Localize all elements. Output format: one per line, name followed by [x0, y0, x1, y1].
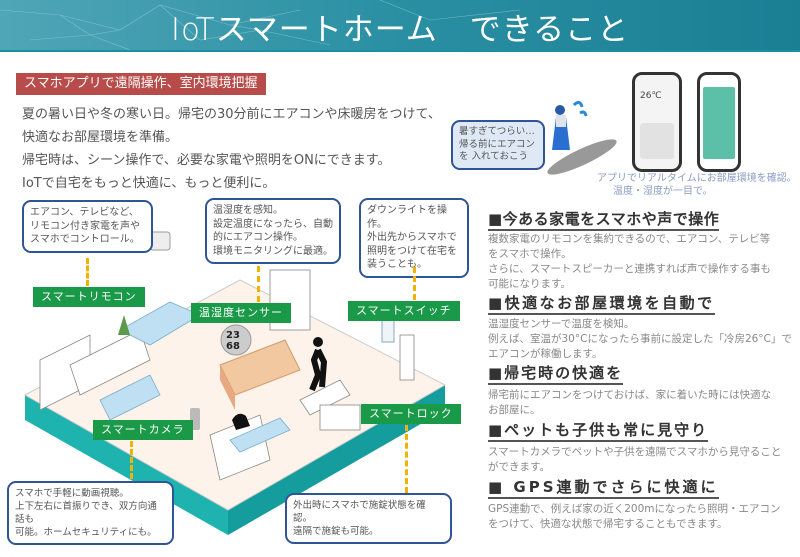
label-smart-camera: スマートカメラ — [93, 420, 193, 440]
callout-line: 可能。ホームセキュリティにも。 — [15, 527, 157, 538]
sensor-display: 23 68 — [226, 330, 240, 352]
feature-line: さらに、スマートスピーカーと連携すれば声で操作する事も — [488, 263, 771, 275]
callout-line: 環境モニタリングに最適。 — [213, 245, 333, 257]
feature-text: 温湿度センサーで温度を検知。 例えば、室温が30°Cになったら事前に設定した「冷… — [488, 317, 792, 362]
remote-buttons — [640, 123, 674, 159]
leader-line — [86, 258, 89, 286]
leader-line — [413, 267, 416, 300]
label-smart-lock: スマートロック — [361, 404, 461, 424]
callout-line: 設定温度になったら、自動 — [213, 218, 333, 230]
callout-line: スマホで手軽に動画視聴。 — [15, 488, 129, 499]
intro-line: 帰宅時は、シーン操作で、必要な家電や照明をONにできます。 — [22, 153, 391, 168]
feature-line: ができます。 — [488, 461, 550, 473]
speech-bubble: 暑すぎてつらい… 帰る前にエアコン を 入れておこう — [451, 120, 545, 170]
feature-line: をスマホで操作。 — [488, 248, 572, 260]
caption-line: アプリでリアルタイムにお部屋環境を確認。 — [597, 173, 797, 184]
callout-lock: 外出時にスマホで施錠状態を確認。 遠隔で施錠も可能。 — [285, 493, 452, 544]
leader-line — [257, 266, 260, 302]
caption-line: 温度・湿度が一目で。 — [613, 186, 713, 197]
feature-text: 帰宅前にエアコンをつけておけば、家に着いた時には快適な お部屋に。 — [488, 388, 771, 418]
feature-heading: ■ペットも子供も常に見守り — [488, 421, 709, 442]
feature-text: GPS連動で、例えば家の近く200mになったら照明・エアコン をつけて、快適な状… — [488, 502, 780, 532]
callout-line: 外出時にスマホで施錠状態を確認。 — [293, 500, 426, 524]
feature-line: GPS連動で、例えば家の近く200mになったら照明・エアコン — [488, 503, 781, 515]
section-label: スマホアプリで遠隔操作、室内環境把握 — [16, 73, 266, 95]
feature-heading: ■快適なお部屋環境を自動で — [488, 294, 715, 315]
callout-line: 温湿度を感知。 — [213, 205, 283, 216]
leader-line — [130, 441, 133, 479]
label-smart-remote: スマートリモコン — [33, 287, 145, 307]
callout-line: 遠隔で施錠も可能。 — [293, 526, 379, 537]
callout-switch: ダウンライトを操作。 外出先からスマホで 照明をつけて在宅を 装うことも。 — [359, 198, 469, 278]
callout-line: エアコン、テレビなど、 — [30, 207, 139, 218]
feature-line: 可能になります。 — [488, 278, 571, 290]
header-banner: IoTスマートホーム できること — [0, 0, 800, 52]
feature-text: スマートカメラでペットや子供を遠隔でスマホから見守ること ができます。 — [488, 445, 781, 475]
callout-remote: エアコン、テレビなど、 リモコン付き家電を声や スマホでコントロール。 — [22, 200, 153, 253]
phone-monitor-app — [697, 72, 741, 172]
feature-line: スマートカメラでペットや子供を遠隔でスマホから見守ること — [488, 446, 782, 458]
network-pattern-decoration — [0, 0, 521, 51]
page-title: IoTスマートホーム できること — [170, 12, 630, 48]
callout-line: 上下左右に首振りでき、双方向通話も — [15, 501, 157, 525]
feature-line: をつけて、快適な状態で帰宅することもできます。 — [488, 518, 728, 530]
sensor-humidity: 68 — [226, 341, 240, 352]
phone-temperature: 26℃ — [640, 91, 662, 101]
callout-sensor: 温湿度を感知。 設定温度になったら、自動 的にエアコン操作。 環境モニタリングに… — [205, 198, 341, 264]
feature-heading: ■今ある家電をスマホや声で操作 — [488, 210, 720, 231]
callout-line: 外出先からスマホで — [367, 232, 457, 243]
feature-text: 複数家電のリモコンを集約できるので、エアコン、テレビ等 をスマホで操作。 さらに… — [488, 232, 771, 292]
speech-line: を 入れておこう — [459, 151, 528, 162]
intro-line: IoTで自宅をもっと快適に、もっと便利に。 — [22, 176, 276, 191]
callout-line: リモコン付き家電を声や — [30, 220, 140, 232]
speech-line: 帰る前にエアコン — [459, 138, 536, 150]
callout-camera: スマホで手軽に動画視聴。 上下左右に首振りでき、双方向通話も 可能。ホームセキュ… — [7, 481, 174, 545]
feature-line: 例えば、室温が30°Cになったら事前に設定した「冷房26°C」で — [488, 333, 792, 345]
callout-line: 照明をつけて在宅を — [367, 245, 457, 257]
phone-remote-app: 26℃ — [632, 72, 682, 172]
intro-line: 夏の暑い日や冬の寒い日。帰宅の30分前にエアコンや床暖房をつけて、 — [22, 107, 441, 122]
feature-line: エアコンが稼働します。 — [488, 348, 603, 360]
callout-line: 的にエアコン操作。 — [213, 232, 303, 243]
label-sensor: 温湿度センサー — [191, 303, 291, 323]
feature-line: お部屋に。 — [488, 404, 541, 416]
feature-line: 温湿度センサーで温度を検知。 — [488, 318, 635, 330]
phone-caption: アプリでリアルタイムにお部屋環境を確認。 温度・湿度が一目で。 — [597, 172, 797, 198]
label-smart-switch: スマートスイッチ — [348, 301, 460, 321]
feature-line: 帰宅前にエアコンをつけておけば、家に着いた時には快適な — [488, 389, 772, 401]
woman-illustration — [547, 100, 617, 175]
callout-line: 装うことも。 — [367, 259, 427, 270]
monitor-panel — [703, 87, 735, 159]
callout-line: ダウンライトを操作。 — [367, 205, 447, 230]
intro-line: 快適なお部屋環境を準備。 — [22, 130, 179, 145]
feature-line: 複数家電のリモコンを集約できるので、エアコン、テレビ等 — [488, 233, 771, 245]
leader-line — [405, 425, 408, 493]
callout-line: スマホでコントロール。 — [30, 234, 140, 245]
speech-line: 暑すぎてつらい… — [459, 126, 535, 137]
feature-heading: ■帰宅時の快適を — [488, 364, 624, 385]
sensor-temperature: 23 — [226, 330, 240, 341]
feature-heading: ■ GPS連動でさらに快適に — [488, 478, 719, 499]
